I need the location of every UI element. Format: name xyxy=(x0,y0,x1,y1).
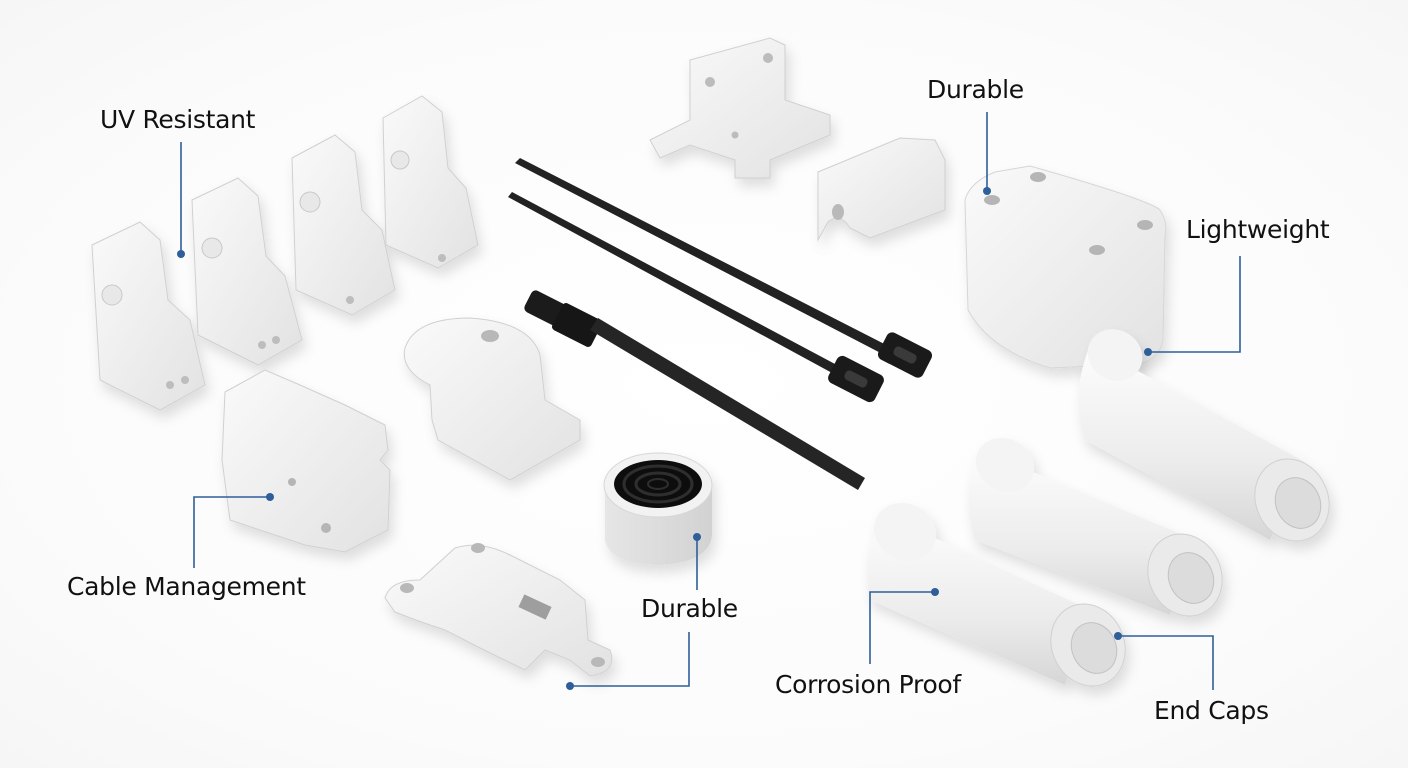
conduit-tube xyxy=(1078,329,1330,542)
leader-corrosion-proof xyxy=(869,591,935,664)
leader-lightweight xyxy=(1148,256,1241,353)
callout-durable-top: Durable xyxy=(927,75,1024,104)
leader-durable-bottom-2 xyxy=(570,632,690,687)
cable-tie xyxy=(515,158,933,378)
conduit-tube xyxy=(867,502,1126,687)
cable-tie-with-mount xyxy=(524,290,865,490)
mount-block xyxy=(221,369,391,553)
conduit-tube xyxy=(968,437,1223,617)
callout-corrosion-proof: Corrosion Proof xyxy=(775,670,961,699)
cable-tie-group xyxy=(508,158,933,490)
conduit-tube-group xyxy=(867,329,1330,687)
rubber-grommet-spool xyxy=(603,452,713,565)
pipe-clip xyxy=(191,177,303,366)
saddle-block xyxy=(817,137,946,242)
flange-mount xyxy=(384,543,613,677)
cable-tie xyxy=(508,192,884,403)
callout-lightweight: Lightweight xyxy=(1186,215,1330,244)
l-bracket xyxy=(649,37,831,179)
callout-end-caps: End Caps xyxy=(1154,696,1269,725)
callout-leaders xyxy=(180,112,1241,690)
cable-grommet xyxy=(403,317,581,481)
callout-cable-management: Cable Management xyxy=(67,572,306,601)
leader-end-caps xyxy=(1118,635,1214,690)
pipe-clip xyxy=(291,134,396,316)
pipe-clip xyxy=(91,221,206,411)
leader-cable-management xyxy=(193,496,270,568)
callout-durable-bottom: Durable xyxy=(641,594,738,623)
callout-uv-resistant: UV Resistant xyxy=(100,105,256,134)
junction-box xyxy=(964,165,1167,369)
pipe-clip-group xyxy=(91,95,479,411)
callout-dots xyxy=(177,187,1152,690)
pipe-clip xyxy=(382,95,479,269)
